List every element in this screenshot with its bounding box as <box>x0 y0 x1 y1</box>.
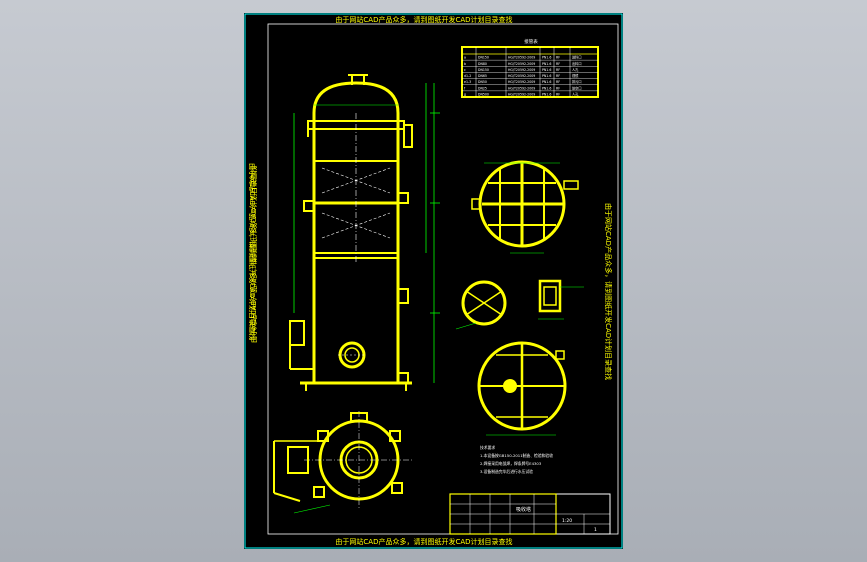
nozzle-table-cell: 视镜 <box>572 73 579 78</box>
left-border-text-2: 由于网站CAD产品众多，请到图纸开发CAD计划目录查找 <box>249 166 258 343</box>
nozzle-table-cell: c <box>464 68 466 72</box>
scale-label: 1:20 <box>562 518 572 524</box>
nozzle-table-cell: DN150 <box>478 56 489 60</box>
top-border-text: 由于网站CAD产品众多，请到图纸开发CAD计划目录查找 <box>335 15 512 24</box>
inner-frame <box>267 23 619 535</box>
note-line-3: 2.焊接采用电弧焊，焊条牌号E4303 <box>480 461 542 466</box>
nozzle-table-cell: HG/T20592-2009 <box>508 74 535 78</box>
nozzle-table-cell: PN1.6 <box>542 92 551 96</box>
nozzle-table-cell: DN65 <box>478 74 487 78</box>
nozzle-table-title: 接管表 <box>524 38 538 45</box>
nozzle-table-cell: HG/T20592-2009 <box>508 56 535 60</box>
section-view-icon <box>471 160 579 254</box>
nozzle-table-cell: RF <box>556 92 560 96</box>
nozzle-table-cell: RF <box>556 62 560 66</box>
nozzle-table-cell: PN1.6 <box>542 74 551 78</box>
nozzle-table-cell: d1-2 <box>464 74 471 78</box>
nozzle-table-cell: HG/T20592-2009 <box>508 92 535 96</box>
nozzle-table-cell: RF <box>556 80 560 84</box>
drawing-name: 吸收塔 <box>516 506 531 513</box>
note-line-2: 1.本设备按GB150-2011制造、检验和验收 <box>480 453 553 458</box>
sheet-number: 1 <box>594 527 597 533</box>
nozzle-table-cell: HG/T20592-2009 <box>508 68 535 72</box>
nozzle-table-cell: RF <box>556 68 560 72</box>
nozzle-table-cell: e1-3 <box>464 80 471 84</box>
drawing-sheet: 由于网站CAD产品众多，请到图纸开发CAD计划目录查找 由于网站CAD产品众多，… <box>244 13 623 549</box>
nozzle-table-cell: 放空口 <box>572 85 582 90</box>
nozzle-table-cell: b <box>464 62 466 66</box>
left-border-text: 由于网站CAD产品众多，请到图纸开发CAD计划目录查找 <box>248 163 257 340</box>
nozzle-table-cell: DN50 <box>478 80 487 84</box>
nozzle-table-cell: PN1.6 <box>542 62 551 66</box>
title-block: 吸收塔 1:20 1 <box>449 493 611 535</box>
note-line-4: 3.设备制造完毕后进行水压试验 <box>480 469 533 474</box>
outer-frame <box>244 13 623 549</box>
nozzle-table-cell: a <box>464 56 466 60</box>
nozzle-table-cell: PN1.6 <box>542 68 551 72</box>
detail-box-icon <box>538 279 584 320</box>
tower-elevation-icon <box>289 74 440 391</box>
nozzle-table-cell: 人孔 <box>572 67 579 72</box>
technical-notes: 技术要求 1.本设备按GB150-2011制造、检验和验收 2.焊接采用电弧焊，… <box>480 445 553 474</box>
nozzle-table-cell: HG/T20592-2009 <box>508 80 535 84</box>
nozzle-table-cell: RF <box>556 74 560 78</box>
nozzle-table-cell: 出料口 <box>572 61 582 66</box>
bottom-section-icon <box>477 341 567 436</box>
nozzle-table-cell: HG/T20592-2009 <box>508 62 535 66</box>
plan-view-icon <box>273 411 414 514</box>
note-line-1: 技术要求 <box>480 445 495 450</box>
right-border-text: 由于网站CAD产品众多，请到图纸开发CAD计划目录查找 <box>604 203 613 380</box>
nozzle-table-cell: RF <box>556 86 560 90</box>
nozzle-table-cell: g <box>464 92 466 96</box>
nozzle-table-cell: DN25 <box>478 86 487 90</box>
nozzle-table-cell: DN150 <box>478 68 489 72</box>
nozzle-table-cell: 进料口 <box>572 55 582 60</box>
nozzle-table-cell: PN1.6 <box>542 56 551 60</box>
nozzle-table-cell: PN1.6 <box>542 80 551 84</box>
nozzle-table-cell: 人孔 <box>572 91 579 96</box>
nozzle-table-cell: 排污口 <box>572 79 582 84</box>
nozzle-table-cell: HG/T20592-2009 <box>508 86 535 90</box>
nozzle-table-cell: DN80 <box>478 62 487 66</box>
drawing-canvas: 由于网站CAD产品众多，请到图纸开发CAD计划目录查找 由于网站CAD产品众多，… <box>244 13 623 549</box>
bottom-border-text: 由于网站CAD产品众多，请到图纸开发CAD计划目录查找 <box>335 537 512 546</box>
nozzle-table-cell: f <box>464 86 466 90</box>
nozzle-table-cell: DN500 <box>478 92 489 96</box>
nozzle-table-cell: PN1.6 <box>542 86 551 90</box>
detail-circle-icon <box>455 280 507 330</box>
nozzle-table-cell: RF <box>556 56 560 60</box>
